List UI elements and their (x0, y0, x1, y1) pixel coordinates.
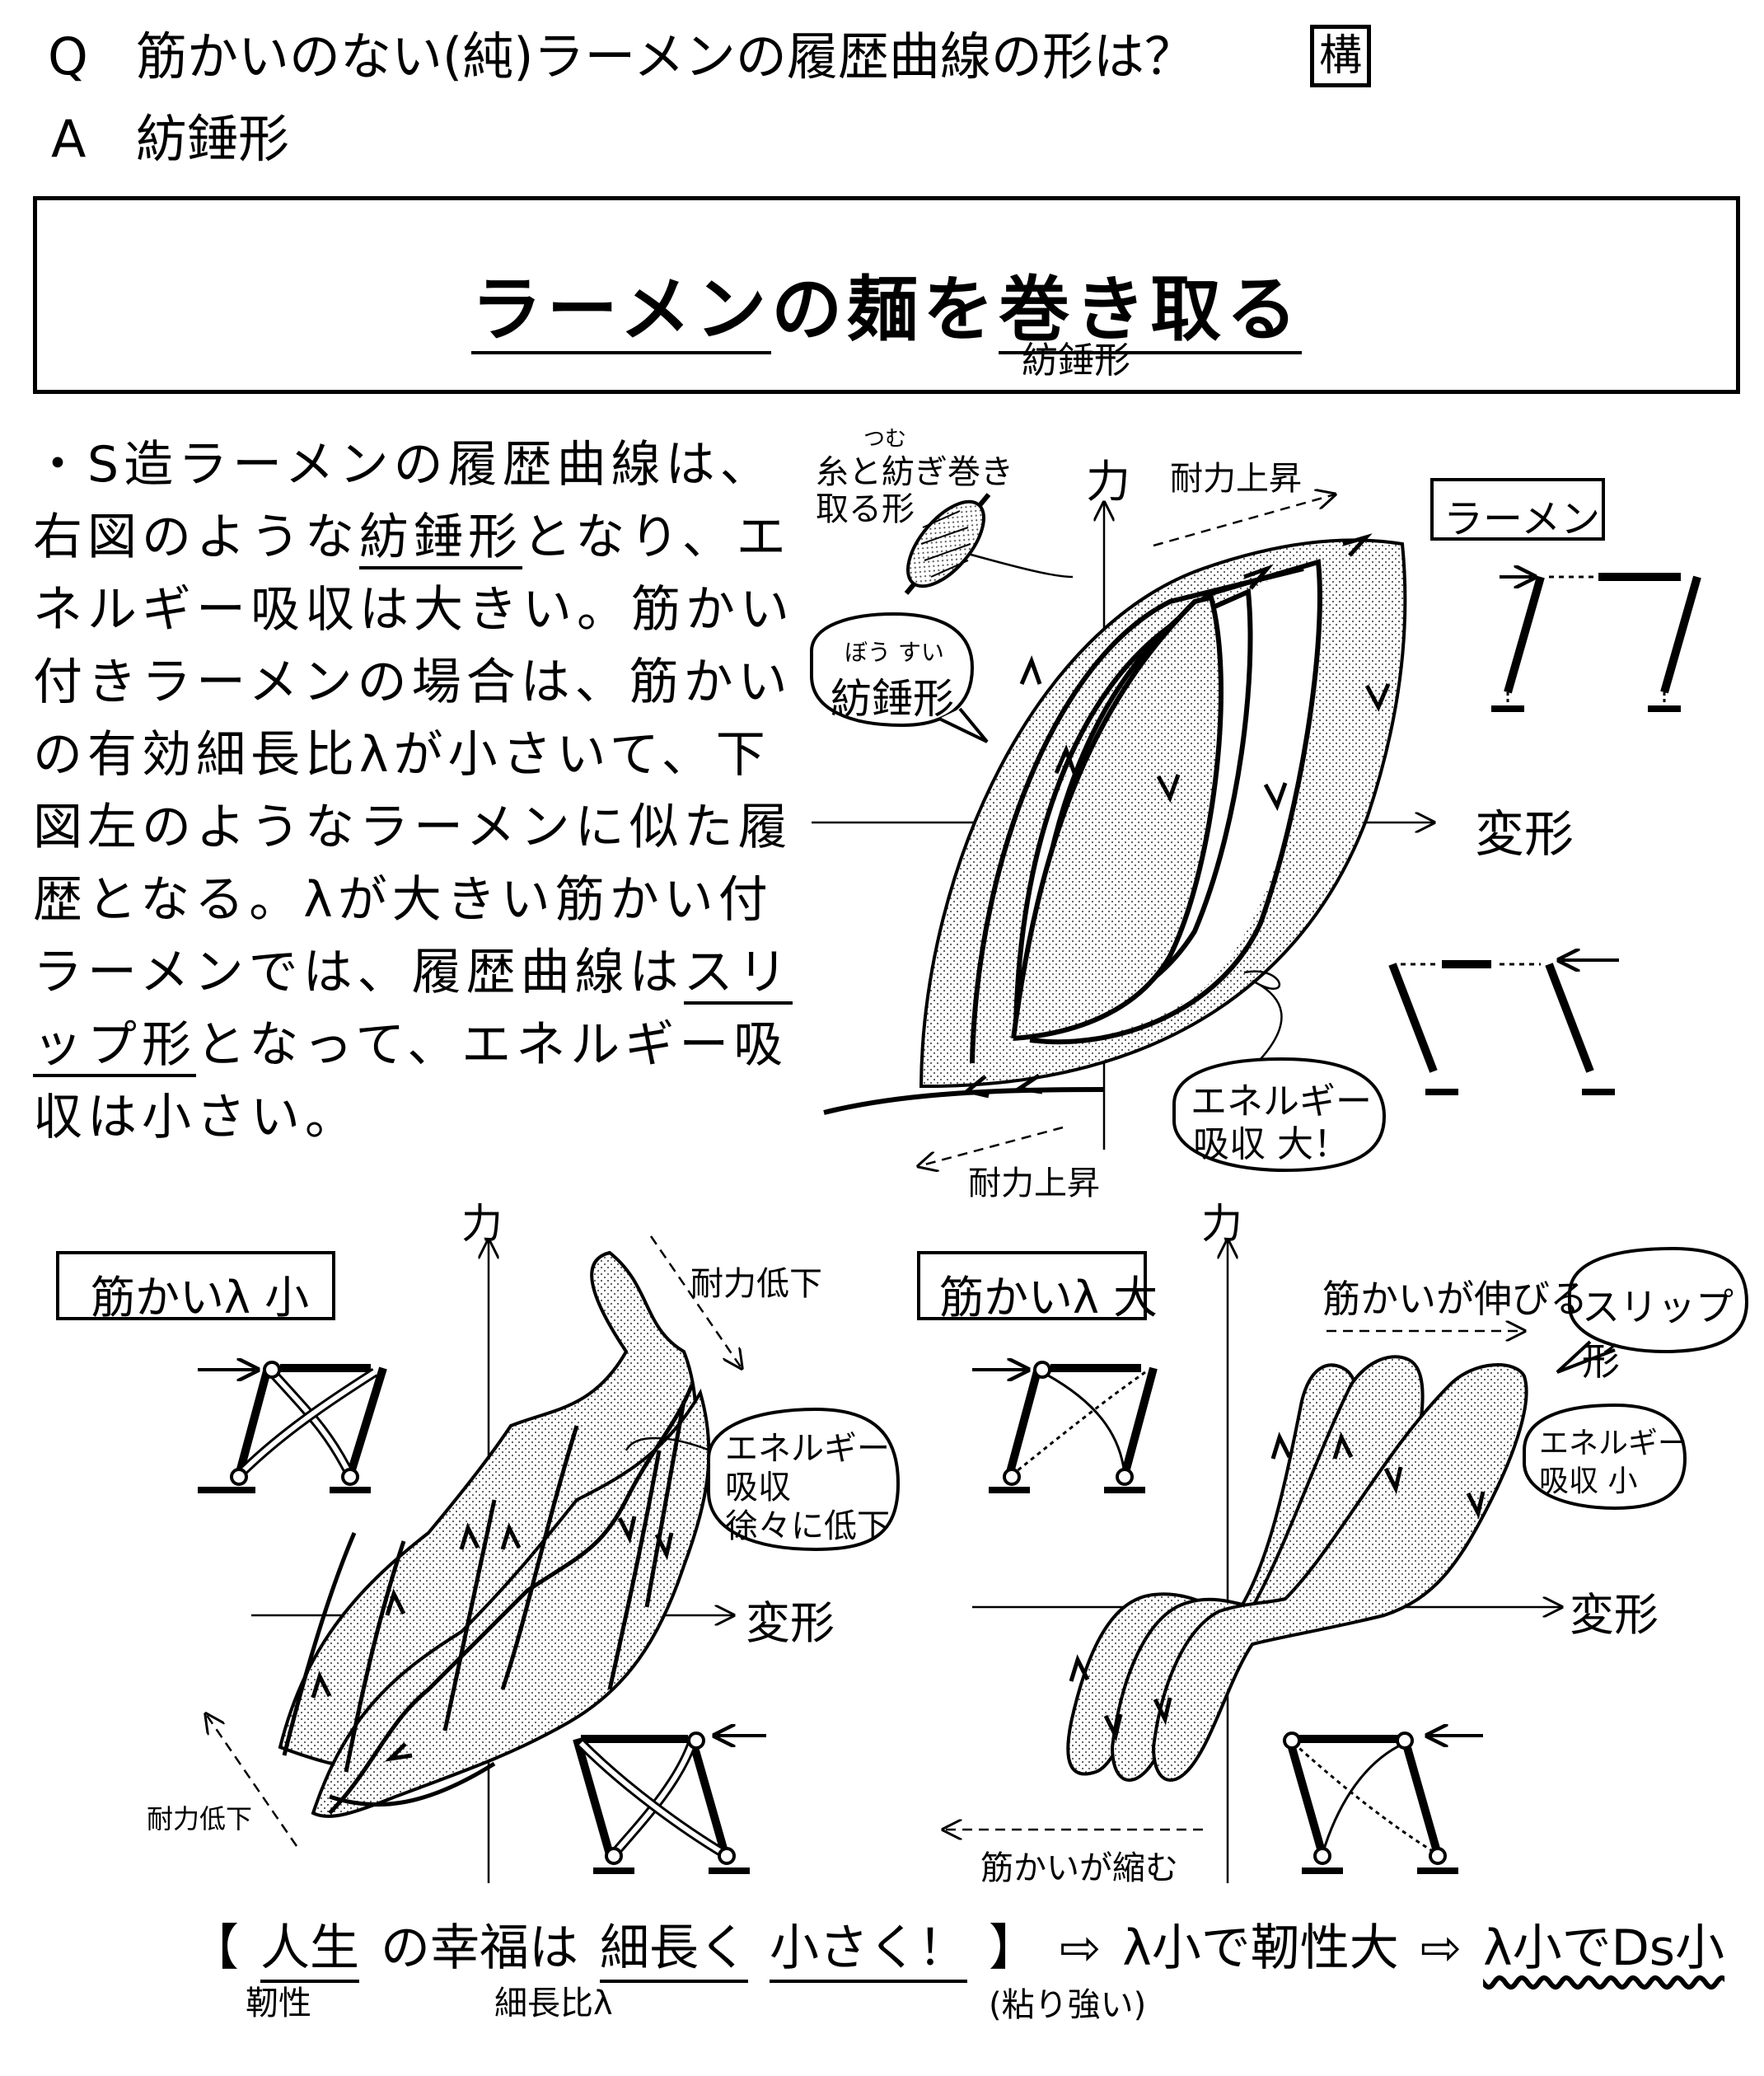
question-label: Q (48, 26, 88, 87)
right-hysteresis-diagram (917, 1240, 1749, 1883)
slip-bubble-text: スリップ形 (1582, 1285, 1734, 1384)
right-axis-deform-label: 変形 (1570, 1589, 1659, 1641)
footer-life: 人生 (260, 1908, 359, 1983)
footer-slender: 細長く (600, 1908, 748, 1983)
body-text-spindle: 紡錘形 (359, 508, 522, 569)
left-hysteresis-diagram (56, 1235, 901, 1883)
top-axis-deform-label: 変形 (1475, 806, 1574, 864)
right-braced-frame-bottom (1283, 1733, 1483, 1874)
answer-label: A (51, 109, 87, 169)
body-text-1: S造ラーメンの履歴曲線は、右図のような (33, 436, 774, 566)
left-label-box (56, 1251, 335, 1320)
right-axis-force-label: 力 (1201, 1200, 1242, 1248)
right-energy-bubble (1523, 1403, 1687, 1511)
energy-large-bubble (1172, 1057, 1387, 1173)
left-strength-down-bottom-label: 耐力低下 (147, 1803, 253, 1835)
top-hysteresis-diagram (810, 478, 1701, 1173)
right-label-box (917, 1251, 1147, 1320)
footer-happiness: の幸福は (381, 1919, 578, 1977)
top-strength-up-label: 耐力上昇 (1170, 460, 1302, 498)
left-axis-deform-label: 変形 (746, 1597, 835, 1649)
footer-note-toughness: 靭性 (246, 1985, 311, 2022)
question-text: 筋かいのない(純)ラーメンの履歴曲線の形は？ (136, 26, 1195, 87)
right-energy-line1: エネルギー (1539, 1427, 1688, 1460)
footer-ds-small: λ小でDs小 (1483, 1919, 1725, 1977)
left-strength-down-top-label: 耐力低下 (690, 1265, 822, 1303)
spindle-note-line2: 取る形 (816, 490, 915, 528)
footer-note-sticky: (粘り強い) (989, 1986, 1147, 2024)
title-part-makitoru: 巻き取る (999, 269, 1303, 354)
ramen-label-box (1430, 478, 1605, 541)
body-bullet: ・ (33, 436, 87, 494)
left-label: 筋かいλ 小 (91, 1272, 310, 1324)
left-braced-frame-top (198, 1362, 387, 1493)
ramen-frame-right-sway (1491, 577, 1701, 712)
energy-large-line2: 吸収 大！ (1193, 1123, 1350, 1165)
title-box: ラーメンの麺を巻き取る 紡錘形 (33, 196, 1740, 394)
right-label: 筋かいλ 大 (939, 1272, 1158, 1324)
loop-inner (1011, 594, 1224, 1041)
title-part-wo: を (923, 269, 999, 351)
footer-summary: 【人生の幸福は細長く小さく！ 】 ⇨ λ小で靭性大 ⇨ λ小でDs小 (190, 1908, 1746, 1983)
title-main: ラーメンの麺を巻き取る (37, 251, 1736, 354)
footer-note-slenderness: 細長比λ (494, 1985, 613, 2022)
title-part-no: の (771, 269, 848, 351)
slip-bubble (1568, 1246, 1749, 1354)
right-energy-line2: 吸収 小 (1539, 1464, 1638, 1498)
top-strength-up-arrow (1153, 494, 1335, 547)
top-axis-force-label: 力 (1086, 456, 1130, 508)
bottom-strength-up-arrow (919, 1126, 1064, 1166)
ramen-label: ラーメン (1443, 496, 1601, 542)
ramen-frame-left-sway (1388, 960, 1619, 1095)
left-axis-force-label: 力 (461, 1200, 503, 1248)
body-text-5: となって、エネルギー吸収は小さい。 (33, 1016, 788, 1146)
footer-open-bracket: 【 (190, 1919, 239, 1977)
spindle-icon (904, 493, 1074, 595)
footer-toughness: λ小で靭性大 (1122, 1919, 1399, 1977)
right-braced-frame-top (972, 1362, 1158, 1493)
left-strength-down-bottom (206, 1714, 298, 1847)
left-braced-frame-bottom (573, 1733, 766, 1874)
footer-arrow-2: ⇨ (1420, 1919, 1462, 1977)
bubble-ruby: ぼう すい (845, 639, 944, 666)
slip-loop-3 (1151, 1363, 1528, 1782)
footer-small: 小さく！ (770, 1908, 967, 1983)
title-subnote: 紡錘形 (1022, 340, 1130, 382)
title-part-men: 麺 (847, 269, 924, 351)
spindle-ruby: つむ (863, 427, 907, 452)
category-badge: 構 (1310, 25, 1372, 87)
left-energy-line2: 吸収 (725, 1469, 791, 1507)
loop-outer (1027, 559, 1322, 1045)
title-part-ramen: ラーメン (470, 269, 772, 354)
brace-stretch-label: 筋かいが伸びる (1322, 1277, 1588, 1321)
left-energy-line1: エネルギー (725, 1430, 890, 1468)
left-energy-line3: 徐々に低下 (725, 1507, 890, 1545)
left-strength-down-top (649, 1235, 742, 1368)
spindle-note-line1: 糸と紡ぎ巻き (816, 453, 1013, 491)
body-text-slip: スリップ形 (33, 944, 793, 1077)
bottom-strength-up-label: 耐力上昇 (968, 1165, 1100, 1202)
footer-close-bracket: 】 (989, 1919, 1038, 1977)
left-energy-bubble (707, 1407, 901, 1552)
answer-text: 紡錘形 (136, 109, 290, 169)
energy-large-line1: エネルギー (1191, 1080, 1372, 1122)
brace-shrink-label: 筋かいが縮む (980, 1849, 1178, 1887)
bubble-spindle-text: 紡錘形 (831, 675, 954, 723)
body-paragraph: ・S造ラーメンの履歴曲線は、右図のような紡錘形となり、エネルギー吸収は大きい。筋… (33, 429, 799, 1154)
footer-arrow-1: ⇨ (1060, 1919, 1102, 1977)
spindle-bubble (810, 612, 975, 728)
body-text-3: となり、エネルギー吸収は大きい。筋かい付きラーメンの場合は、筋かいの有効細長比λ… (33, 508, 794, 1001)
